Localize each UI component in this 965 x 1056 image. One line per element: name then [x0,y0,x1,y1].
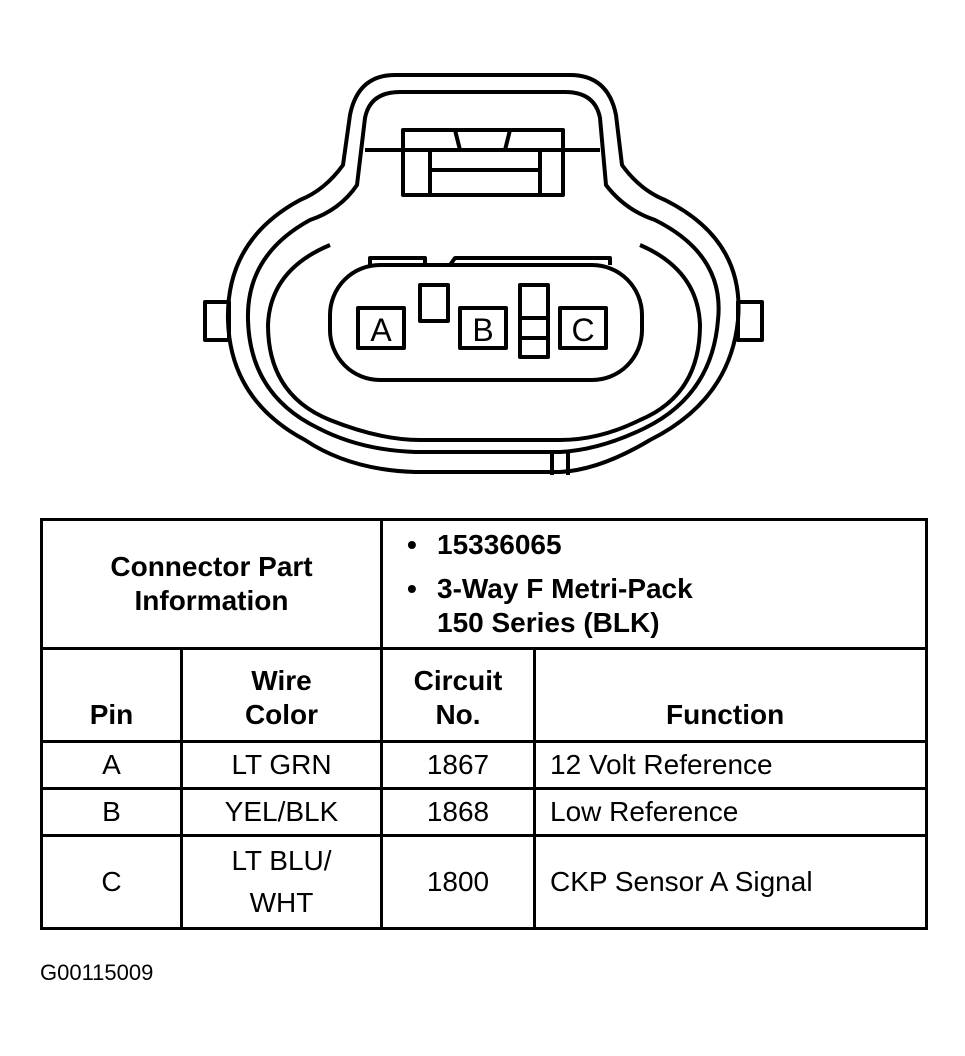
pin-cell: C [40,834,183,930]
cavity-label-c: C [571,312,594,348]
part-info-label-line1: Connector Part [110,551,313,582]
cavity-label-a: A [370,312,392,348]
col-header-function: Function [533,647,928,743]
circuit-cell: 1868 [380,787,536,837]
wire-color-cell: LT BLU/WHT [180,834,383,930]
table-row: C LT BLU/WHT 1800 CKP Sensor A Signal [40,834,928,930]
description-line2: 150 Series (BLK) [437,607,660,638]
wire-color-cell: LT GRN [180,740,383,790]
left-ear [203,300,231,342]
cavity-a-box [356,306,406,350]
connector-inner-ring [245,90,721,454]
circuit-cell: 1800 [380,834,536,930]
connector-face-diagram: A B C [203,73,764,475]
part-info-row: Connector Part Information • 15336065 • 3-… [40,518,928,650]
bullet-icon: • [407,573,417,604]
connector-info-table-wrap: Connector Part Information • 15336065 • 3-… [40,518,928,930]
pin-cell: A [40,740,183,790]
pin-cell: B [40,787,183,837]
function-cell: CKP Sensor A Signal [533,834,928,930]
part-number-item: • 15336065 [407,528,925,562]
cavity-label-b: B [472,312,493,348]
connector-seal-edge [266,243,702,442]
wire-color-cell: YEL/BLK [180,787,383,837]
part-info-label-cell: Connector Part Information [40,518,383,650]
function-cell: Low Reference [533,787,928,837]
description-line1: 3-Way F Metri-Pack [437,573,693,604]
locking-tab [401,128,565,197]
col-header-pin: Pin [40,647,183,743]
function-cell: 12 Volt Reference [533,740,928,790]
table-row: A LT GRN 1867 12 Volt Reference [40,740,928,790]
cavity-c-box [558,306,608,350]
connector-outer-shell [225,73,741,474]
terminal-cavity-area [328,263,644,382]
part-number: 15336065 [437,529,562,560]
bullet-icon: • [407,529,417,560]
connector-info-table: Connector Part Information • 15336065 • 3-… [40,518,928,930]
cavity-b-box [458,306,508,350]
circuit-cell: 1867 [380,740,536,790]
key-left [418,283,450,323]
figure-code: G00115009 [40,960,154,985]
table-row: B YEL/BLK 1868 Low Reference [40,787,928,837]
description-item: • 3-Way F Metri-Pack [407,572,925,606]
part-info-label-line2: Information [134,585,289,616]
right-ear [736,300,764,342]
key-right [518,283,550,359]
part-info-value-cell: • 15336065 • 3-Way F Metri-Pack 150 Series… [380,518,928,650]
